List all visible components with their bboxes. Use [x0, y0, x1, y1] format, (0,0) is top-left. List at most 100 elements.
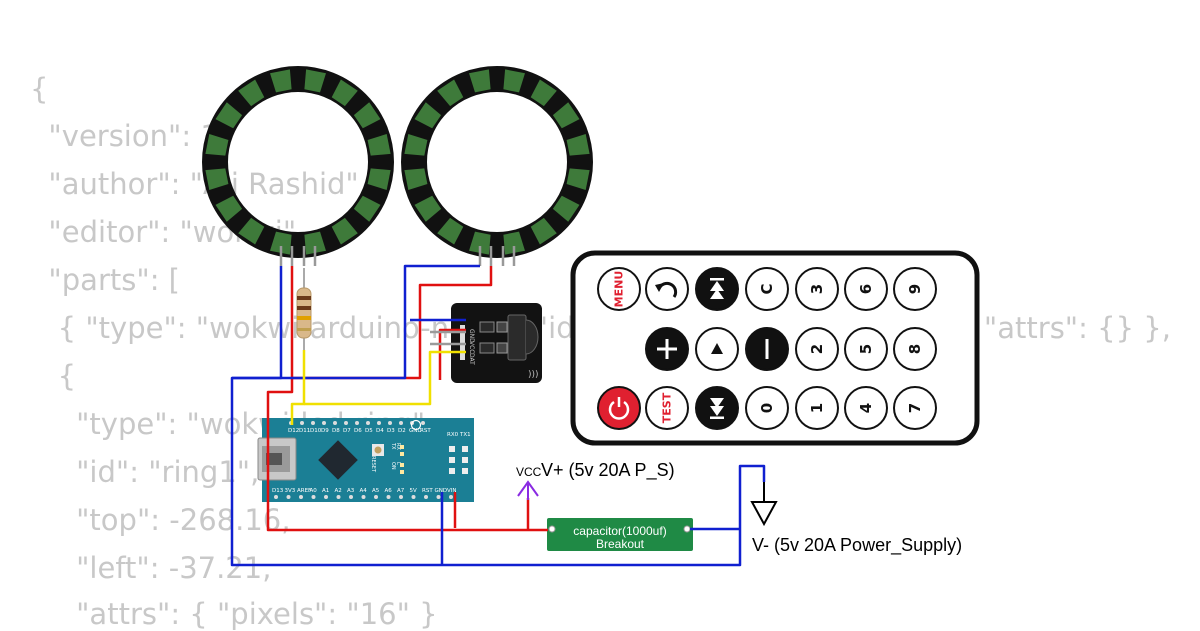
- pin-label: AREF: [297, 488, 311, 494]
- led-label: ON: [390, 462, 396, 470]
- remote-button[interactable]: MENU: [597, 267, 641, 311]
- pin-label: A5: [372, 488, 380, 494]
- header-pin[interactable]: [374, 495, 378, 499]
- remote-button[interactable]: 2: [795, 327, 839, 371]
- pin-label: 5V: [410, 488, 417, 494]
- capacitor-sublabel: Breakout: [596, 537, 645, 551]
- header-pin[interactable]: [333, 421, 337, 425]
- header-pin[interactable]: [388, 421, 392, 425]
- header-pin[interactable]: [324, 495, 328, 499]
- ground-symbol: V- (5v 20A Power_Supply): [750, 482, 962, 556]
- header-pin[interactable]: [299, 495, 303, 499]
- led-pixel: [238, 79, 265, 107]
- header-pin[interactable]: [274, 495, 278, 499]
- led-pixel: [304, 231, 326, 255]
- pin-label: D8: [332, 428, 340, 434]
- remote-button[interactable]: 4: [844, 386, 888, 430]
- remote-button-label: 7: [906, 403, 924, 413]
- wave-icon: ))): [528, 370, 539, 380]
- led-label: RX: [395, 443, 401, 450]
- led-pixel: [404, 134, 428, 156]
- remote-button[interactable]: 6: [844, 267, 888, 311]
- header-pin[interactable]: [377, 421, 381, 425]
- ir-pin-label: GND: [468, 329, 475, 343]
- resistor[interactable]: [296, 268, 312, 350]
- header-pin[interactable]: [349, 495, 353, 499]
- header-pin[interactable]: [286, 495, 291, 499]
- pin-label: D13: [272, 488, 284, 494]
- header-pin[interactable]: [361, 495, 366, 499]
- pin-label: GND: [435, 488, 448, 494]
- led-pixel: [530, 217, 557, 245]
- remote-button[interactable]: TEST: [645, 386, 689, 430]
- header-pin[interactable]: [424, 495, 428, 499]
- header-pin[interactable]: [411, 495, 416, 499]
- pin-label: RST: [422, 488, 433, 494]
- led-pixel: [469, 69, 491, 93]
- remote-button[interactable]: [745, 327, 789, 371]
- pin-label: D4: [376, 428, 384, 434]
- power-icon: [608, 400, 630, 420]
- header-pin[interactable]: [421, 421, 425, 425]
- led-ring-2[interactable]: [401, 66, 593, 266]
- header-pin[interactable]: [311, 495, 316, 499]
- led-pixel: [530, 79, 557, 107]
- led-ring-1[interactable]: [202, 66, 394, 266]
- remote-button-label: TEST: [661, 392, 674, 423]
- next-icon: [710, 406, 724, 416]
- remote-button[interactable]: 0: [745, 386, 789, 430]
- led-pixel: [353, 102, 381, 129]
- wire-blue: [232, 264, 480, 380]
- pin-label: RST: [420, 428, 431, 434]
- led-pixel: [353, 195, 381, 222]
- capacitor-breakout[interactable]: capacitor(1000uf) Breakout: [547, 518, 693, 551]
- remote-button[interactable]: [597, 386, 641, 430]
- led-pixel: [469, 231, 491, 255]
- led-pixel: [304, 69, 326, 93]
- remote-button[interactable]: 7: [893, 386, 937, 430]
- header-pin[interactable]: [336, 495, 341, 499]
- remote-button[interactable]: [695, 386, 739, 430]
- led-pixel: [367, 134, 391, 156]
- remote-button[interactable]: 3: [795, 267, 839, 311]
- remote-button[interactable]: [695, 327, 739, 371]
- header-pin[interactable]: [311, 421, 315, 425]
- pin-label: 3V3: [285, 488, 296, 494]
- remote-button[interactable]: 5: [844, 327, 888, 371]
- code-line: "top": -268.16,: [30, 503, 291, 537]
- prev-icon: [710, 281, 724, 291]
- remote-button[interactable]: [695, 267, 739, 311]
- remote-button[interactable]: [645, 327, 689, 371]
- code-line: "id": "ring1",: [30, 455, 260, 489]
- header-pin[interactable]: [399, 421, 403, 425]
- remote-button-label: 1: [808, 403, 826, 413]
- led-pixel: [215, 195, 243, 222]
- icsp-pin: [449, 457, 455, 463]
- header-pin[interactable]: [322, 421, 326, 425]
- header-pin[interactable]: [300, 421, 304, 425]
- remote-button-label: 0: [758, 403, 776, 413]
- led-pixel: [331, 217, 358, 245]
- header-pin[interactable]: [436, 495, 441, 499]
- header-pin[interactable]: [344, 421, 348, 425]
- icsp-pin: [462, 468, 468, 474]
- remote-button[interactable]: C: [745, 267, 789, 311]
- header-pin[interactable]: [399, 495, 403, 499]
- icsp-pin: [449, 468, 455, 474]
- header-pin[interactable]: [386, 495, 391, 499]
- ir-receiver[interactable]: ))) GND VCC DAT: [451, 303, 542, 383]
- remote-button[interactable]: 8: [893, 327, 937, 371]
- led-pixel: [566, 134, 590, 156]
- header-pin[interactable]: [355, 421, 359, 425]
- header-pin[interactable]: [366, 421, 370, 425]
- remote-button[interactable]: 1: [795, 386, 839, 430]
- ground-label: V- (5v 20A Power_Supply): [752, 535, 962, 556]
- vcc-symbol: VCC V+ (5v 20A P_S): [516, 460, 675, 500]
- remote-button[interactable]: 9: [893, 267, 937, 311]
- led-label: TX: [390, 442, 396, 450]
- remote-button[interactable]: [645, 267, 689, 311]
- led-pixel: [367, 168, 391, 190]
- header-pin[interactable]: [449, 495, 453, 499]
